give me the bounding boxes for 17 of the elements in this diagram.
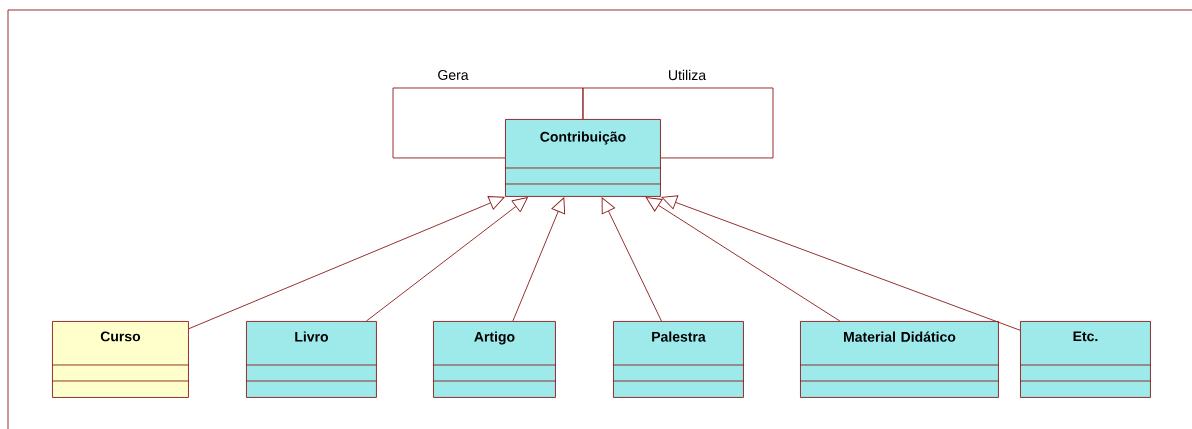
generalization-arrow (645, 197, 841, 322)
class-box: Palestra (612, 321, 745, 398)
generalization-arrow (601, 197, 662, 322)
generalization-arrow (188, 196, 505, 330)
association-line (392, 87, 584, 159)
class-box: Artigo (432, 321, 557, 398)
class-box: Contribuição (504, 119, 662, 197)
class-box: Curso (51, 321, 190, 398)
generalization-arrow (512, 197, 566, 322)
edge-label: Utiliza (669, 69, 707, 81)
association-line (582, 87, 774, 159)
class-box: Material Didático (799, 321, 1000, 398)
generalization-arrow (366, 197, 528, 322)
generalization-arrow (661, 195, 1021, 331)
class-box: Etc. (1019, 321, 1152, 398)
class-box: Livro (245, 321, 378, 398)
edge-label: Gera (438, 70, 469, 80)
